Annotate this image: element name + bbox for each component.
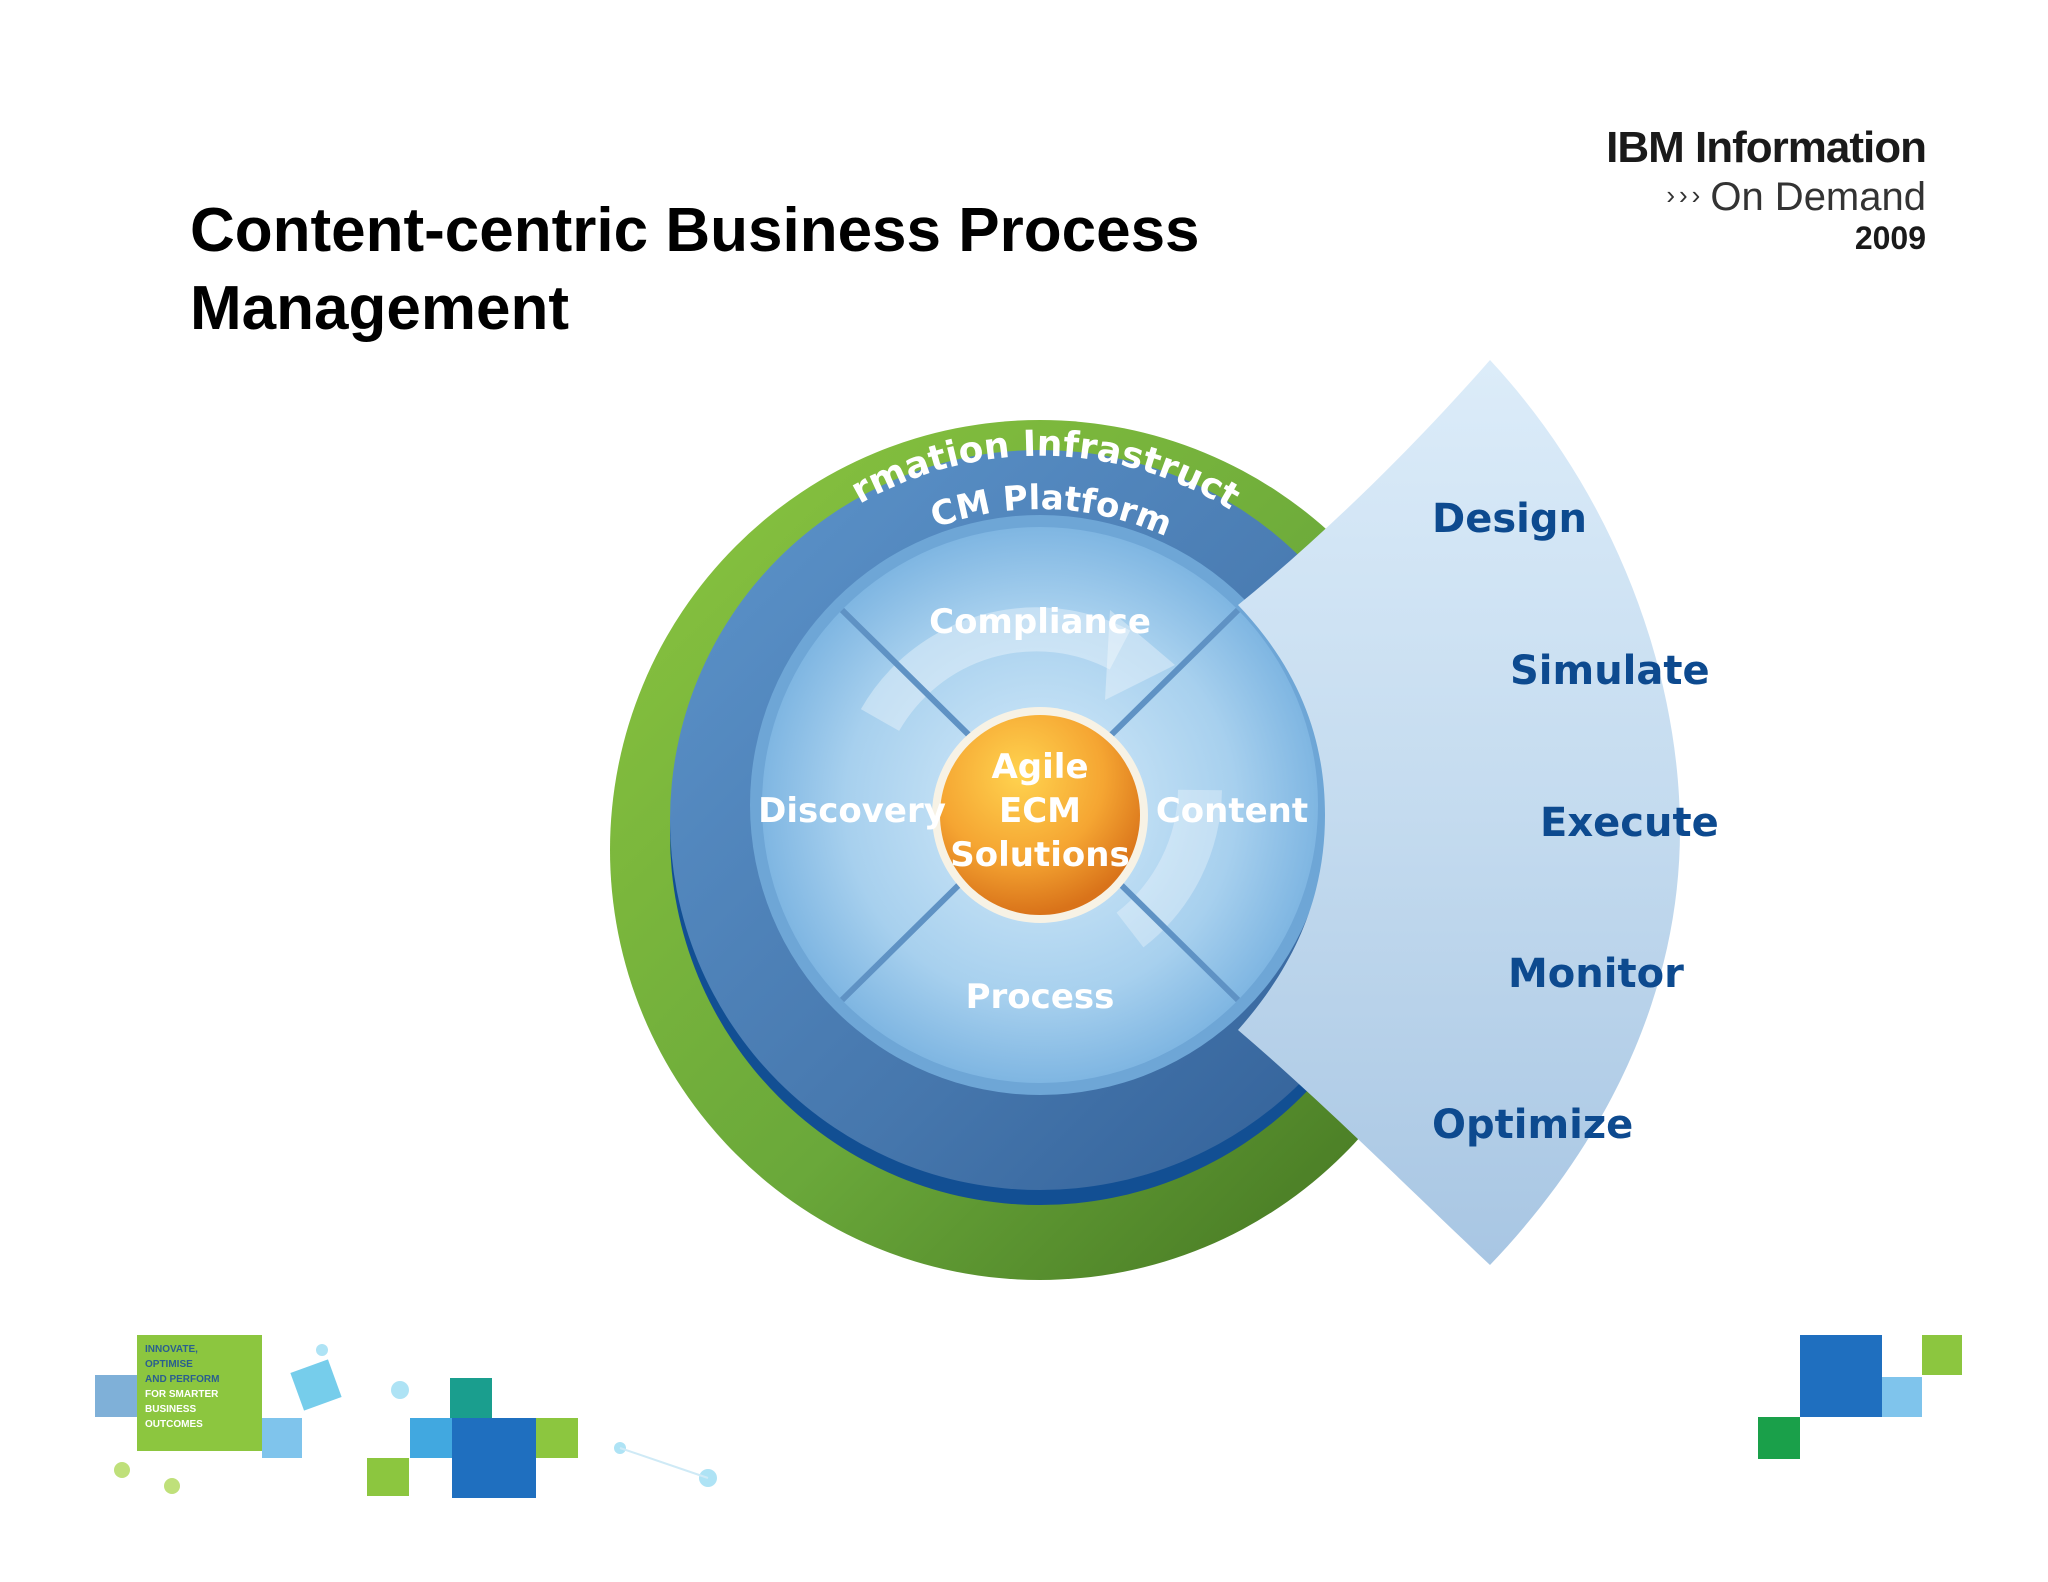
deco-square [1758, 1417, 1800, 1459]
ibm-logo: IBM Information ›››On Demand 2009 [1606, 123, 1927, 257]
deco-square [536, 1418, 578, 1458]
stage-optimize: Optimize [1432, 1102, 1633, 1148]
slide-title: Content-centric Business Process Managem… [190, 196, 1200, 343]
badge-line: INNOVATE, [145, 1344, 198, 1355]
deco-cube [290, 1359, 342, 1411]
logo-line1: IBM Information [1606, 123, 1927, 172]
cycle-arrowhead-top [1105, 610, 1175, 700]
cycle-arrow-top [860, 607, 1131, 732]
logo-year: 2009 [1854, 220, 1926, 256]
logo-on-demand: On Demand [1710, 175, 1926, 219]
deco-dot [114, 1462, 130, 1478]
deco-square [1800, 1335, 1882, 1417]
deco-dot [164, 1478, 180, 1494]
footer-decoration-left: INNOVATE, OPTIMISE AND PERFORM FOR SMART… [95, 1335, 717, 1498]
badge-line: AND PERFORM [145, 1374, 219, 1385]
center-line2: ECM [999, 791, 1081, 831]
quadrant-content: Content [1156, 791, 1308, 831]
badge-line: FOR SMARTER [145, 1389, 219, 1400]
stage-design: Design [1432, 496, 1587, 542]
outer-ring-label: Information Infrastructure [0, 0, 1247, 518]
quadrant-discovery: Discovery [758, 791, 946, 831]
stage-simulate: Simulate [1510, 648, 1710, 694]
badge-line: OUTCOMES [145, 1419, 203, 1430]
footer-decoration-right [1758, 1335, 1962, 1459]
deco-square [1922, 1335, 1962, 1375]
deco-square [95, 1375, 137, 1417]
quadrant-compliance: Compliance [929, 602, 1151, 642]
deco-dot [391, 1381, 409, 1399]
deco-square [1882, 1377, 1922, 1417]
footer-badge [137, 1335, 262, 1451]
deco-square [410, 1418, 452, 1458]
deco-square [262, 1418, 302, 1458]
center-line3: Solutions [950, 835, 1129, 875]
badge-line: BUSINESS [145, 1404, 196, 1415]
deco-square [450, 1378, 492, 1420]
center-orb [940, 715, 1140, 915]
stage-execute: Execute [1540, 800, 1719, 846]
stage-monitor: Monitor [1508, 951, 1684, 997]
deco-square [452, 1418, 536, 1498]
deco-line [619, 1447, 709, 1479]
logo-line2: ›››On Demand [1606, 172, 1926, 220]
center-line1: Agile [991, 747, 1088, 787]
chevron-icon: ››› [1666, 180, 1705, 210]
badge-line: OPTIMISE [145, 1359, 193, 1370]
quadrant-process: Process [966, 977, 1115, 1017]
deco-dot [316, 1344, 328, 1356]
cycle-arrow-right [1116, 789, 1222, 948]
lifecycle-petal [1238, 360, 1680, 1265]
deco-square [367, 1458, 409, 1496]
